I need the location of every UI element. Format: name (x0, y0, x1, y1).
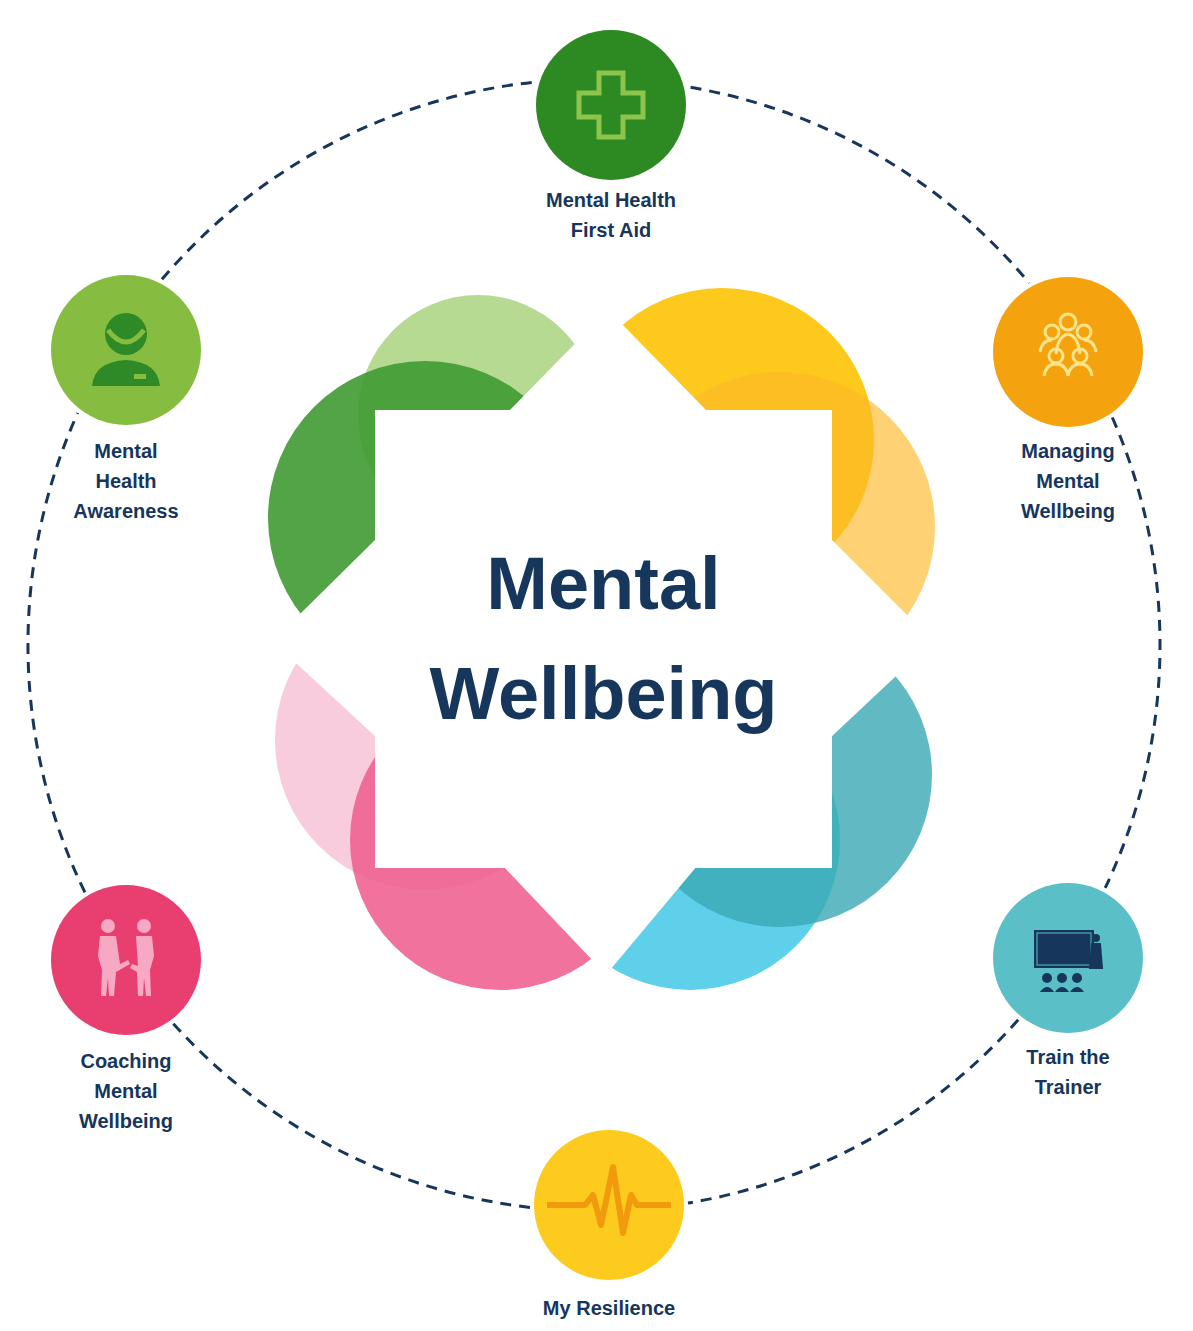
graphic-part (993, 883, 1143, 1033)
graphic-part (51, 275, 201, 425)
graphic-part (536, 30, 686, 180)
ring-connector (28, 413, 85, 892)
circle-shape (50, 274, 202, 426)
circle-shape (535, 29, 687, 181)
graphic-part (1092, 934, 1100, 942)
graphic-part (101, 919, 115, 933)
center-hub: Mental Wellbeing (375, 410, 832, 868)
graphic-part (137, 919, 151, 933)
course-circle: Mental Health First Aid (535, 29, 687, 181)
graphic-part (105, 313, 147, 355)
circle-shape (992, 276, 1144, 428)
graphic-part (547, 1167, 671, 1233)
circle-shape (992, 882, 1144, 1034)
graphic-part (108, 330, 144, 342)
ring-connector (173, 1024, 530, 1208)
graphic-part (1060, 314, 1076, 330)
graphic-part (134, 374, 146, 379)
course-label: Train the Trainer (1013, 1042, 1123, 1102)
graphic-part (993, 277, 1143, 427)
course-label: Mental Health Awareness (64, 436, 188, 526)
graphic-part (1044, 364, 1068, 376)
graphic-part (1068, 364, 1092, 376)
graphic-part (98, 919, 154, 996)
course-label: Managing Mental Wellbeing (1003, 436, 1133, 526)
graphic-part (534, 1130, 684, 1280)
white-square (375, 410, 832, 868)
course-circle: Managing Mental Wellbeing (992, 276, 1144, 428)
course-circle: My Resilience (533, 1129, 685, 1281)
graphic-part (1072, 973, 1082, 983)
ring-connector (162, 82, 533, 279)
graphic-part (1040, 987, 1084, 992)
petal-gap (284, 538, 377, 738)
graphic-part (1040, 340, 1052, 352)
graphic-part (1034, 930, 1094, 968)
course-label: Mental Health First Aid (526, 185, 696, 245)
ring-connector (688, 1020, 1018, 1203)
petal-gap (830, 538, 912, 738)
course-circle: Train the Trainer (992, 882, 1144, 1034)
graphic-part (1040, 973, 1084, 992)
graphic-part (1042, 973, 1052, 983)
petal-gap (508, 318, 708, 412)
graphic-part (1082, 938, 1102, 968)
graphic-part (1057, 973, 1067, 983)
hub-title: Mental Wellbeing (395, 529, 812, 749)
graphic-part (98, 936, 130, 996)
course-label: My Resilience (509, 1293, 709, 1323)
ring-connector (1105, 418, 1160, 888)
graphic-part (1077, 325, 1091, 339)
circle-shape (533, 1129, 685, 1281)
graphic-part (1084, 340, 1096, 352)
graphic-part (51, 885, 201, 1035)
graphic-part (130, 936, 154, 996)
graphic-part (1045, 325, 1059, 339)
graphic-part (1040, 314, 1096, 376)
graphic-part (1056, 334, 1080, 354)
ring-connector (691, 87, 1030, 283)
circle-shape (50, 884, 202, 1036)
course-circle: Coaching Mental Wellbeing (50, 884, 202, 1036)
course-label: Coaching Mental Wellbeing (61, 1046, 191, 1136)
graphic-part (92, 360, 160, 386)
petal-gap (503, 866, 697, 970)
course-circle: Mental Health Awareness (50, 274, 202, 426)
graphic-part (579, 73, 643, 137)
